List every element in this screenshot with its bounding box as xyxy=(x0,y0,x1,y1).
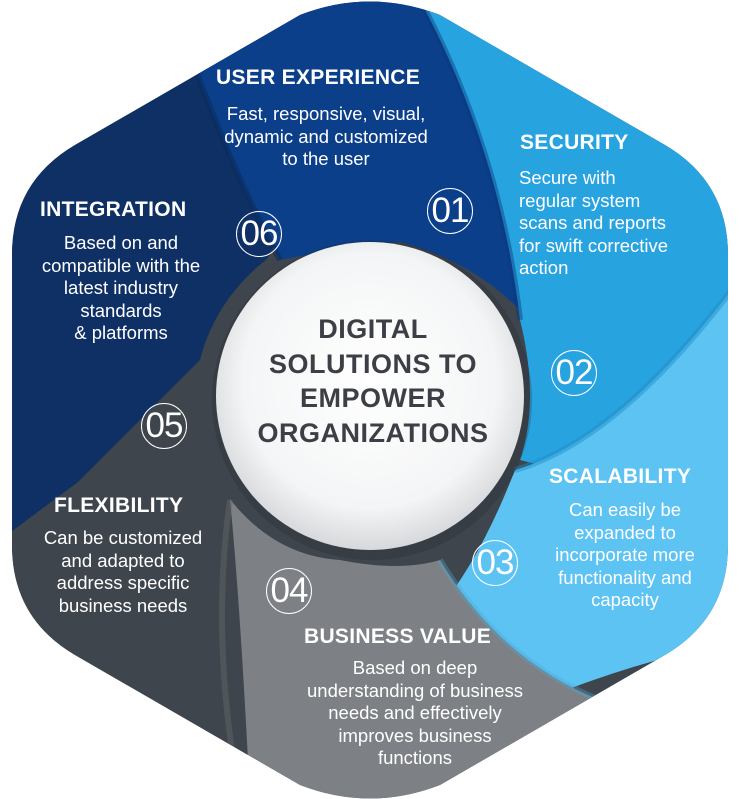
number-badge-06: 06 xyxy=(236,211,282,257)
business-value-description: Based on deep understanding of business … xyxy=(307,657,523,768)
number-badge-01: 01 xyxy=(427,188,473,234)
segment-business-value xyxy=(210,470,600,799)
segment-user-experience xyxy=(170,1,520,310)
integration-description: Based on and compatible with the latest … xyxy=(41,232,201,343)
flexibility-title: FLEXIBILITY xyxy=(54,494,184,517)
number-badge-05: 05 xyxy=(141,403,187,449)
center-title: DIGITAL SOLUTIONS TO EMPOWER ORGANIZATIO… xyxy=(257,314,489,448)
security-title: SECURITY xyxy=(520,131,629,154)
integration-title: INTEGRATION xyxy=(40,198,187,221)
security-description: Secure with regular system scans and rep… xyxy=(519,167,669,278)
business-value-title: BUSINESS VALUE xyxy=(304,625,492,648)
scalability-description: Can easily be expanded to incorporate mo… xyxy=(555,499,695,610)
center-circle xyxy=(216,242,524,550)
segment-scalability xyxy=(438,280,728,700)
number-badge-04: 04 xyxy=(266,568,312,614)
number-badge-02: 02 xyxy=(551,350,597,396)
user-experience-title: USER EXPERIENCE xyxy=(216,66,421,89)
scalability-title: SCALABILITY xyxy=(549,465,692,488)
number-badge-03: 03 xyxy=(472,540,518,586)
user-experience-description: Fast, responsive, visual, dynamic and cu… xyxy=(224,103,428,169)
flexibility-description: Can be customized and adapted to address… xyxy=(43,527,203,616)
